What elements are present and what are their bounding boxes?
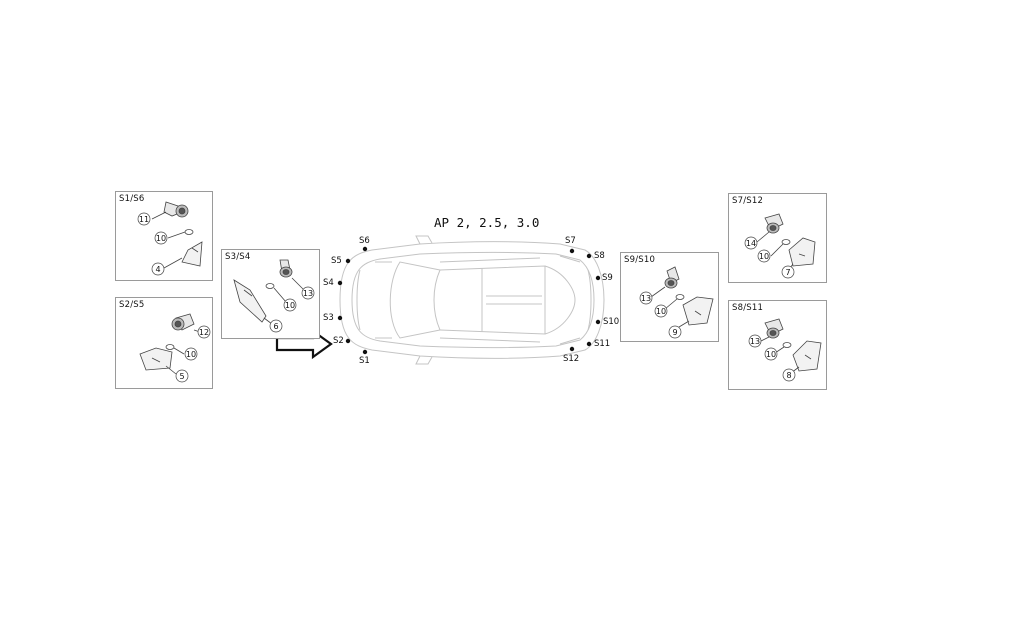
callout-10: 10: [186, 350, 196, 359]
sensor-label-s4: S4: [323, 278, 334, 288]
sensor-part-drawing: 11 10 4: [137, 201, 203, 276]
panel-title: S1/S6: [119, 194, 145, 204]
callout-group: 10 13 6: [269, 286, 315, 333]
callout-group: 11 10 4: [137, 212, 168, 276]
panel-title: S3/S4: [225, 252, 251, 262]
callout-group: 12 10 5: [175, 325, 211, 383]
sensor-label-s2: S2: [333, 336, 344, 346]
sensor-dot-s5: [345, 258, 351, 264]
sensor-label-s7: S7: [565, 236, 576, 246]
callout-10: 10: [285, 301, 295, 310]
panel-s9-s10: S9/S10 13 10 9: [620, 252, 719, 342]
callout-10: 10: [656, 307, 666, 316]
diagram-title: AP 2, 2.5, 3.0: [434, 215, 540, 230]
panel-s1-s6: S1/S6 11 10 4: [115, 191, 213, 281]
sensor-dot-s8: [586, 253, 592, 259]
panel-title: S2/S5: [119, 300, 145, 310]
sensor-dot-s1: [362, 349, 368, 355]
callout-8: 8: [786, 371, 791, 380]
callout-group: 14 10 7: [744, 236, 795, 279]
sensor-dot-s2: [345, 338, 351, 344]
panel-s2-s5: S2/S5 12 10 5: [115, 297, 213, 389]
sensor-label-s10: S10: [603, 317, 620, 327]
callout-5: 5: [179, 372, 184, 381]
sensor-dot-s12: [569, 346, 575, 352]
callout-10: 10: [766, 350, 776, 359]
sensor-label-s1: S1: [359, 356, 370, 366]
sensor-label-s9: S9: [602, 273, 613, 283]
callout-group: 13 10 8: [748, 334, 796, 382]
callout-11: 11: [139, 215, 149, 224]
sensor-label-s11: S11: [594, 339, 611, 349]
sensor-dot-s10: [595, 319, 601, 325]
callout-group: 13 10 9: [639, 291, 682, 339]
callout-9: 9: [672, 328, 677, 337]
callout-14: 14: [746, 239, 756, 248]
callout-13: 13: [641, 294, 651, 303]
panel-s3-s4: S3/S4 10 13 6: [221, 249, 320, 339]
panel-s8-s11: S8/S11 13 10 8: [728, 300, 827, 390]
sensor-label-s12: S12: [563, 354, 580, 364]
sensor-label-s8: S8: [594, 251, 605, 261]
callout-6: 6: [273, 322, 278, 331]
sensor-part-drawing: 12 10 5: [139, 313, 211, 383]
sensor-dot-s9: [595, 275, 601, 281]
sensor-part-drawing: 13 10 9: [639, 266, 714, 339]
sensor-label-s5: S5: [331, 256, 342, 266]
sensor-part-drawing: 14 10 7: [744, 213, 816, 279]
callout-13: 13: [750, 337, 760, 346]
sensor-part-drawing: 13 10 8: [748, 318, 822, 382]
panel-title: S7/S12: [732, 196, 764, 206]
sensor-dot-s3: [337, 315, 343, 321]
callout-13: 13: [303, 289, 313, 298]
callout-10: 10: [759, 252, 769, 261]
sensor-dot-s4: [337, 280, 343, 286]
callout-4: 4: [155, 265, 160, 274]
sensor-label-s3: S3: [323, 313, 334, 323]
sensor-dot-s6: [362, 246, 368, 252]
callout-10: 10: [156, 234, 166, 243]
callout-7: 7: [785, 268, 790, 277]
sensor-part-drawing: 10 13 6: [233, 259, 315, 333]
panel-title: S9/S10: [624, 255, 656, 265]
sensor-dot-s11: [586, 341, 592, 347]
panel-title: S8/S11: [732, 303, 764, 313]
sensor-dot-s7: [569, 248, 575, 254]
callout-12: 12: [199, 328, 209, 337]
sensor-label-s6: S6: [359, 236, 370, 246]
panel-s7-s12: S7/S12 14 10 7: [728, 193, 827, 283]
